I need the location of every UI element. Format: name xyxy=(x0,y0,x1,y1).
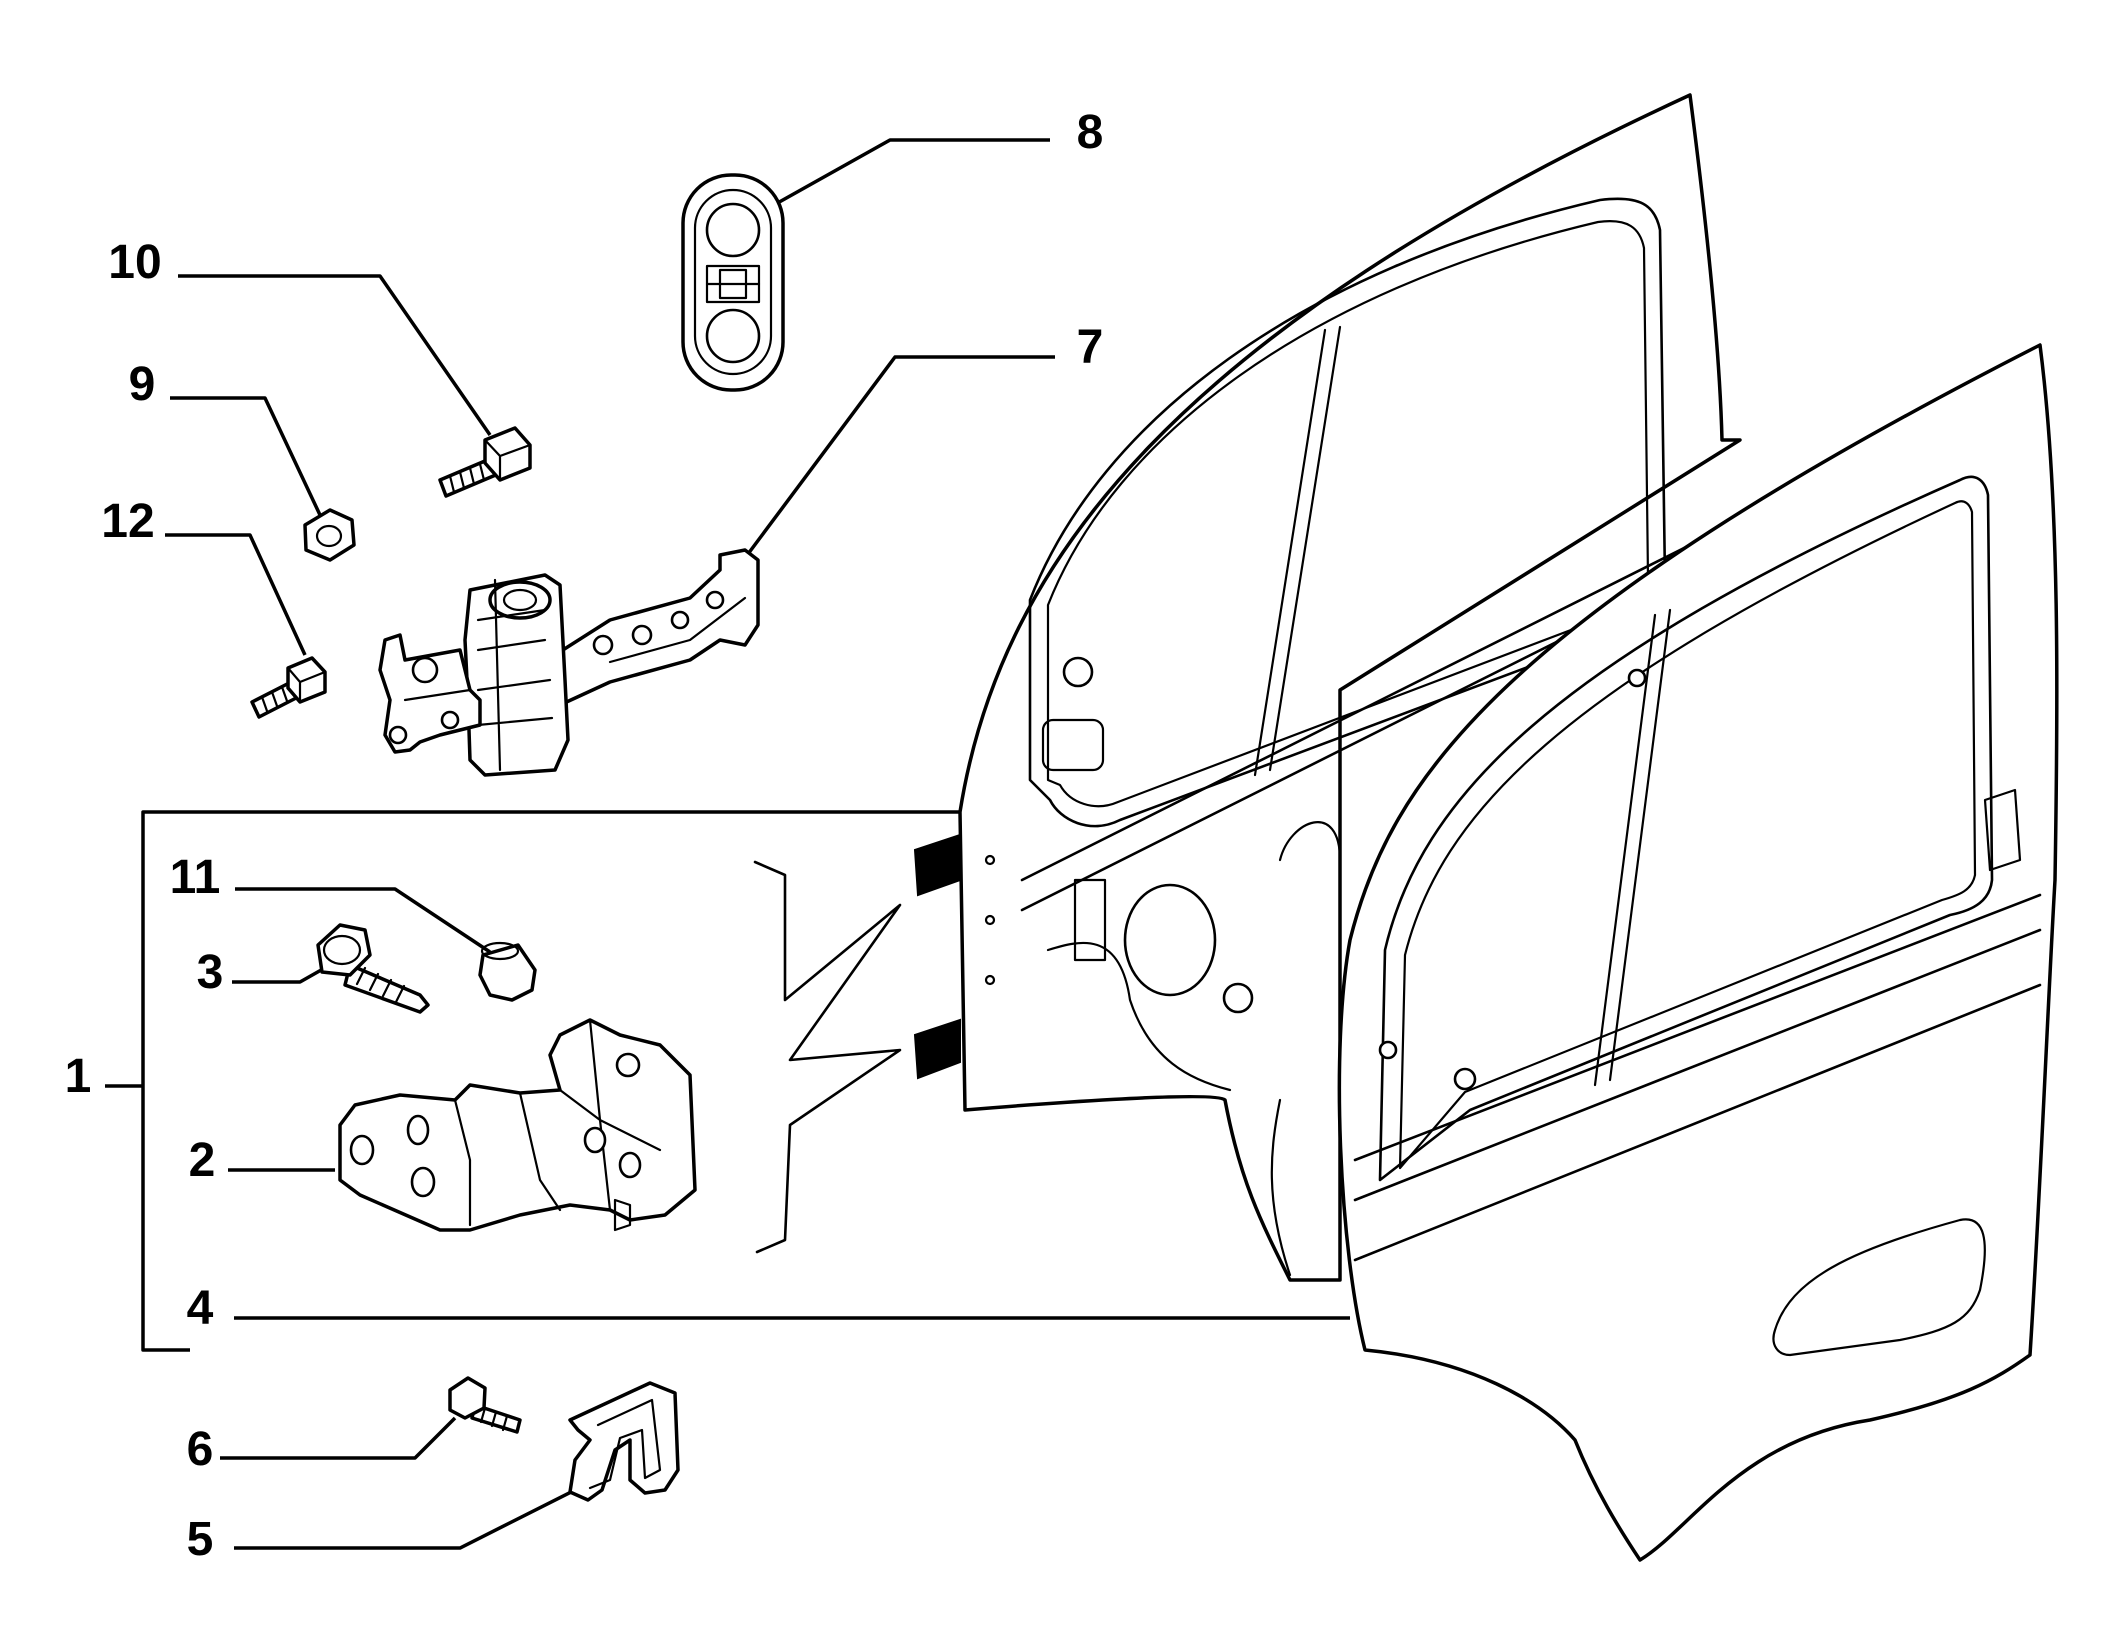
callout-9: 9 xyxy=(129,358,156,411)
leader-7 xyxy=(743,355,1055,560)
callout-7: 7 xyxy=(1077,321,1104,374)
callout-2: 2 xyxy=(189,1134,216,1187)
callout-1: 1 xyxy=(65,1050,92,1103)
part-12-bolt xyxy=(250,656,327,719)
callout-11: 11 xyxy=(170,851,221,904)
part-2-hinge xyxy=(338,1018,697,1232)
part-6-bolt xyxy=(448,1376,522,1434)
leader-5 xyxy=(234,1488,576,1550)
leader-3 xyxy=(232,963,331,984)
part-9-nut xyxy=(303,508,356,562)
callout-3: 3 xyxy=(197,946,224,999)
rear-door-outline xyxy=(913,93,1742,1282)
part-7-door-check xyxy=(378,548,760,777)
callout-6: 6 xyxy=(187,1423,214,1476)
callout-5: 5 xyxy=(187,1513,214,1566)
callout-numbers: 8 10 9 7 12 11 3 1 2 4 6 5 xyxy=(65,106,1104,1566)
callout-8: 8 xyxy=(1077,106,1104,159)
part-5-shim xyxy=(568,1381,680,1502)
front-door-outline xyxy=(1337,343,2059,1562)
leader-12 xyxy=(165,533,307,656)
leader-9 xyxy=(170,396,322,516)
part-3-bolt xyxy=(316,923,430,1014)
part-10-bolt xyxy=(438,426,532,498)
leader-6 xyxy=(220,1416,457,1460)
detail-callout-bracket xyxy=(753,860,902,1254)
part-8-grommet xyxy=(681,173,785,392)
bracket-1 xyxy=(141,810,960,1352)
callout-10: 10 xyxy=(108,236,161,289)
leader-8 xyxy=(764,138,1050,212)
part-11-cap xyxy=(478,941,537,1002)
leader-11 xyxy=(235,887,491,954)
leader-lines xyxy=(105,138,1350,1550)
callout-4: 4 xyxy=(187,1282,214,1335)
callout-12: 12 xyxy=(101,495,154,548)
leader-10 xyxy=(178,274,492,436)
